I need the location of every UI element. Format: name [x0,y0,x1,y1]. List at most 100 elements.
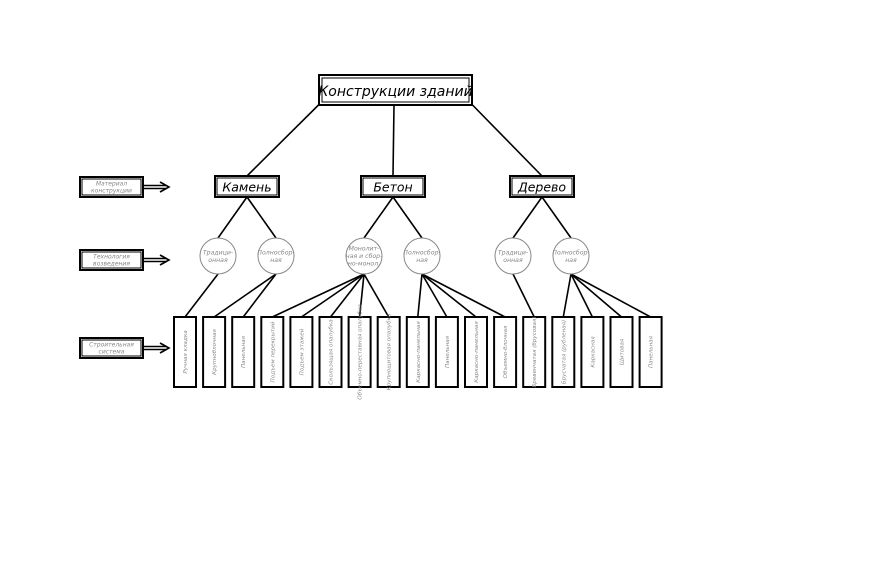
system-box [609,316,634,388]
technology-label: Традици- [498,249,528,256]
material-label: Бетон [373,180,412,195]
system-box [522,316,547,388]
row-label-box-inner [81,339,142,357]
system-label: Скользящая опалубка [329,319,335,385]
system-label: Бревенчатая (брусовая) [532,316,538,387]
technology-label: онная [208,257,228,264]
row-label-text: конструкции [91,188,132,195]
connector-technology-system [417,273,423,318]
connector-technology-system [421,273,477,318]
row-labels: МатериалконструкцииТехнологиявозведенияС… [79,176,171,359]
connector-technology-system [421,273,448,318]
connector-root-material [471,104,543,177]
system-label: Крупнощитовая опалубка [387,313,393,390]
connector-material-technology [217,196,248,239]
row-label-box-inner [81,251,142,269]
technology-label: Полносбор- [403,248,440,256]
technology-circle [494,237,532,275]
technology-circle [199,237,237,275]
connector-technology-system [562,273,572,318]
connector-material-technology [512,196,543,239]
technology-label: но-монол. [348,261,380,268]
connector-technology-system [271,273,365,318]
system-box [580,316,605,388]
technology-circle [552,237,590,275]
row-label-box [79,249,144,271]
arrow-head-icon [159,342,171,354]
system-box [405,316,430,388]
system-box [318,316,343,388]
row-label-text: Материал [96,181,127,188]
material-box [509,175,575,198]
row-label-text: Технология [93,254,130,261]
material-box-inner [511,177,573,196]
system-box [638,316,663,388]
connector-technology-system [358,273,365,318]
system-box [551,316,576,388]
row-label-box [79,176,144,198]
connector-root-material [392,104,395,177]
system-label: Подъем этажей [299,328,305,375]
technology-label: Полносбор- [257,248,294,256]
material-label: Дерево [517,180,566,195]
system-box [260,316,285,388]
system-box [173,316,197,388]
technology-nodes: Традици-онная Полносбор-ная Монолит-ная и … [199,237,590,275]
system-label: Брусчатая (рубленая) [561,320,567,384]
technology-label: онная [503,257,523,264]
connector-technology-system [242,273,277,318]
connector-technology-system [421,273,506,318]
connector-technology-system [570,273,623,318]
system-label: Ручная кладка [183,330,189,374]
system-label: Объемно-блочная [503,325,509,378]
system-label: Панельная [649,335,655,368]
technology-label: ная и сбор- [346,252,383,260]
root-node: Конструкции зданий [318,74,473,106]
connector-technology-system [213,273,277,318]
connector-material-technology [392,196,423,239]
system-box [347,316,372,388]
connector-technology-system [570,273,651,318]
technology-circle [345,237,383,275]
connector-root-material [246,104,320,177]
root-label: Конструкции зданий [318,84,472,100]
connector-technology-system [300,273,365,318]
material-box-inner [362,177,424,196]
system-box [376,316,401,388]
system-label: Крупноблочная [212,328,218,374]
material-box [360,175,426,198]
material-nodes: Камень Бетон Дерево [214,175,575,198]
system-label: Каркасно-панельная [416,321,422,383]
material-box-inner [216,177,278,196]
connector-technology-system [363,273,390,318]
technology-circle [403,237,441,275]
system-box [202,316,227,388]
technology-circle [257,237,295,275]
technology-label: Монолит- [349,246,380,253]
system-box [231,316,256,388]
system-label: Щитовая [620,338,626,365]
system-label: Каркасная [590,336,596,368]
system-nodes: Ручная кладка Крупноблочная Панельная Подъе… [173,304,663,400]
system-label: Панельная [445,335,451,368]
connector-material-technology [246,196,277,239]
row-label-text: возведения [93,261,130,268]
root-box [318,74,473,106]
connector-technology-system [512,273,535,318]
technology-label: ная [565,257,577,264]
system-box [493,316,518,388]
arrow-head-icon [159,181,171,193]
technology-label: ная [270,257,282,264]
arrow-head-icon [159,254,171,266]
row-label-text: Строительная [89,342,134,349]
connector-technology-system [570,273,594,318]
system-box [464,316,488,388]
system-label: Объемно-переставная опалубка [358,304,364,400]
root-box-inner [321,77,470,103]
material-label: Камень [222,180,271,195]
connector-technology-system [329,273,365,318]
technology-label: Традици- [203,249,233,256]
system-box [434,316,459,388]
connector-technology-system [184,273,219,318]
